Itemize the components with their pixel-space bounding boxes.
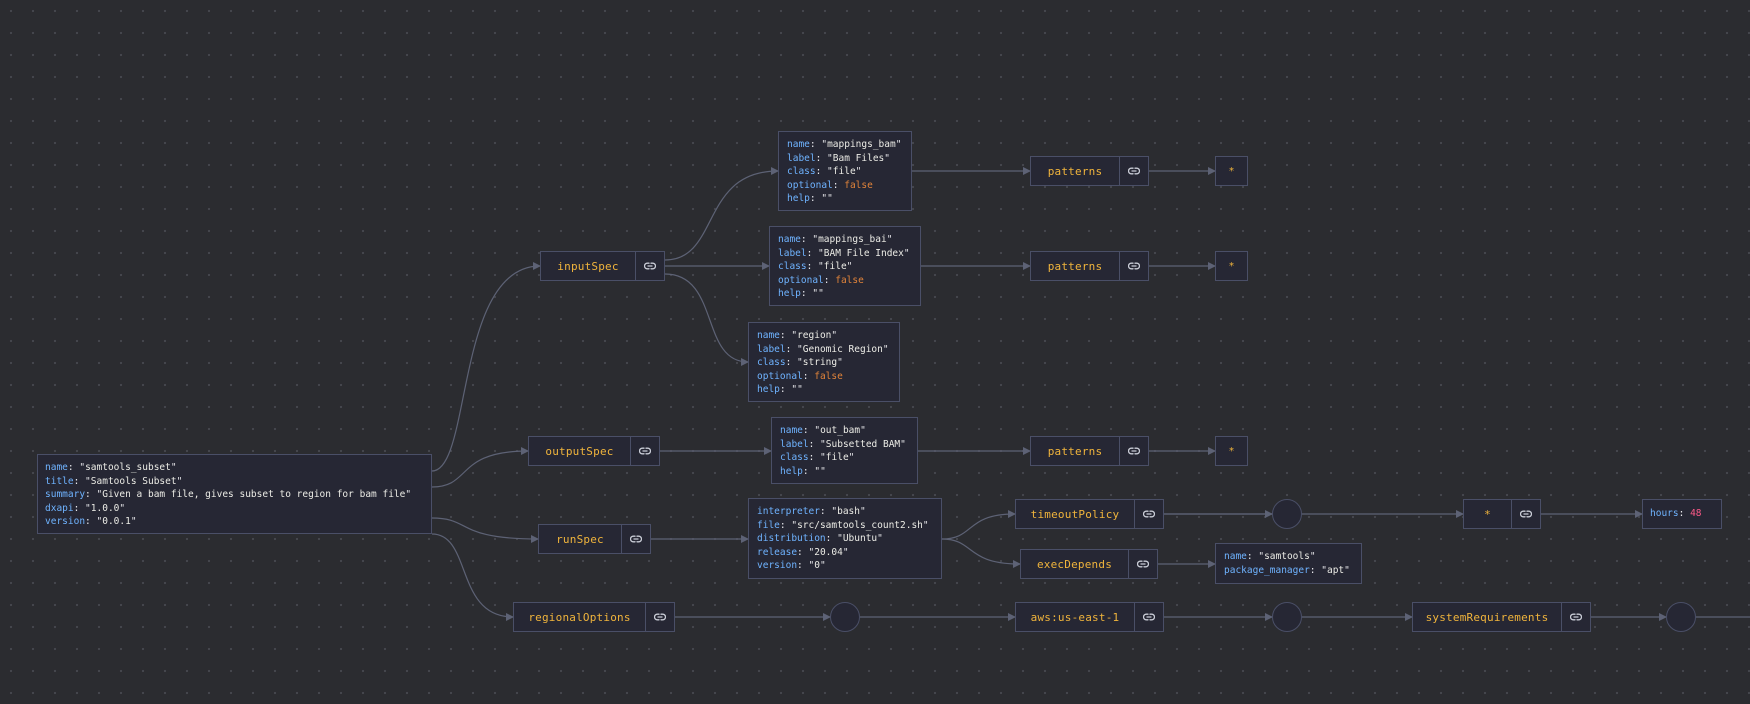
runspec-object-node[interactable]: interpreter: "bash" file: "src/samtools_… [748, 498, 942, 579]
patterns-node[interactable]: patterns [1030, 251, 1149, 281]
input-node-mappings-bai[interactable]: name: "mappings_bai" label: "BAM File In… [769, 226, 921, 306]
input-name-value: region [797, 330, 832, 341]
link-icon[interactable] [1134, 500, 1163, 528]
star-label: * [1484, 507, 1491, 521]
root-node[interactable]: name: "samtools_subset" title: "Samtools… [37, 454, 432, 534]
link-icon[interactable] [621, 525, 650, 553]
link-icon[interactable] [1511, 500, 1540, 528]
timeoutpolicy-label: timeoutPolicy [1030, 507, 1120, 521]
empty-array-node[interactable] [1666, 602, 1696, 632]
patterns-value: * [1215, 251, 1248, 281]
input-label-value: BAM File Index [823, 247, 904, 259]
dep-name-value: samtools [1264, 551, 1310, 562]
regionaloptions-label: regionalOptions [528, 610, 631, 624]
link-icon[interactable] [1134, 603, 1163, 631]
systemrequirements-node[interactable]: systemRequirements [1412, 602, 1591, 632]
timeout-hours-node[interactable]: hours: 48 [1642, 499, 1722, 529]
input-name-value: mappings_bai [818, 234, 887, 245]
inputspec-label: inputSpec [557, 259, 619, 273]
execdepends-label: execDepends [1036, 557, 1113, 571]
timeout-hours-value: 48 [1690, 508, 1702, 519]
systemrequirements-label: systemRequirements [1425, 610, 1549, 624]
execdepends-object-node[interactable]: name: "samtools" package_manager: "apt" [1215, 543, 1362, 584]
timeoutpolicy-node[interactable]: timeoutPolicy [1015, 499, 1164, 529]
link-icon[interactable] [1119, 157, 1148, 185]
link-icon[interactable] [635, 252, 664, 280]
output-node-out-bam[interactable]: name: "out_bam" label: "Subsetted BAM" c… [771, 417, 918, 484]
root-version-value: 0.0.1 [102, 516, 131, 527]
root-name-value: samtools_subset [85, 462, 171, 473]
outputspec-node[interactable]: outputSpec [528, 436, 660, 466]
run-release-value: 20.04 [814, 546, 843, 558]
root-dxapi-value: 1.0.0 [90, 502, 120, 514]
input-label-value: Genomic Region [802, 343, 883, 355]
input-class-value: file [832, 166, 856, 177]
link-icon[interactable] [645, 603, 674, 631]
input-optional-value: false [844, 179, 873, 191]
runspec-node[interactable]: runSpec [538, 524, 651, 554]
execdepends-node[interactable]: execDepends [1020, 549, 1158, 579]
input-node-region[interactable]: name: "region" label: "Genomic Region" c… [748, 322, 900, 402]
star-node[interactable]: * [1463, 499, 1541, 529]
input-class-value: string [802, 357, 838, 368]
root-title-value: Samtools Subset [90, 475, 177, 487]
root-summary-value: Given a bam file, gives subset to region… [102, 489, 406, 500]
input-node-mappings-bam[interactable]: name: "mappings_bam" label: "Bam Files" … [778, 131, 912, 211]
run-interpreter-value: bash [837, 506, 860, 517]
outputspec-label: outputSpec [545, 444, 614, 458]
link-icon[interactable] [630, 437, 659, 465]
input-label-value: Bam Files [832, 152, 885, 164]
run-version-value: 0 [814, 560, 820, 571]
input-name-value: mappings_bam [827, 139, 896, 150]
dep-package-manager-value: apt [1326, 564, 1345, 576]
runspec-label: runSpec [556, 532, 604, 546]
link-icon[interactable] [1119, 252, 1148, 280]
patterns-label: patterns [1047, 259, 1103, 273]
input-class-value: file [823, 261, 847, 272]
empty-array-node[interactable] [1272, 499, 1302, 529]
input-optional-value: false [814, 370, 843, 382]
empty-array-node[interactable] [830, 602, 860, 632]
run-file-value: src/samtools_count2.sh [797, 519, 923, 531]
patterns-node[interactable]: patterns [1030, 156, 1149, 186]
output-class-value: file [825, 452, 849, 463]
inputspec-node[interactable]: inputSpec [540, 251, 665, 281]
patterns-label: patterns [1047, 164, 1103, 178]
output-name-value: out_bam [820, 425, 861, 436]
region-node[interactable]: aws:us-east-1 [1015, 602, 1164, 632]
region-label: aws:us-east-1 [1030, 610, 1120, 624]
link-icon[interactable] [1119, 437, 1148, 465]
patterns-node[interactable]: patterns [1030, 436, 1149, 466]
run-distribution-value: Ubuntu [842, 533, 878, 544]
regionaloptions-node[interactable]: regionalOptions [513, 602, 675, 632]
patterns-label: patterns [1047, 444, 1103, 458]
link-icon[interactable] [1561, 603, 1590, 631]
empty-array-node[interactable] [1272, 602, 1302, 632]
link-icon[interactable] [1128, 550, 1157, 578]
patterns-value: * [1215, 436, 1248, 466]
patterns-value: * [1215, 156, 1248, 186]
output-label-value: Subsetted BAM [825, 438, 901, 450]
input-optional-value: false [835, 274, 864, 286]
